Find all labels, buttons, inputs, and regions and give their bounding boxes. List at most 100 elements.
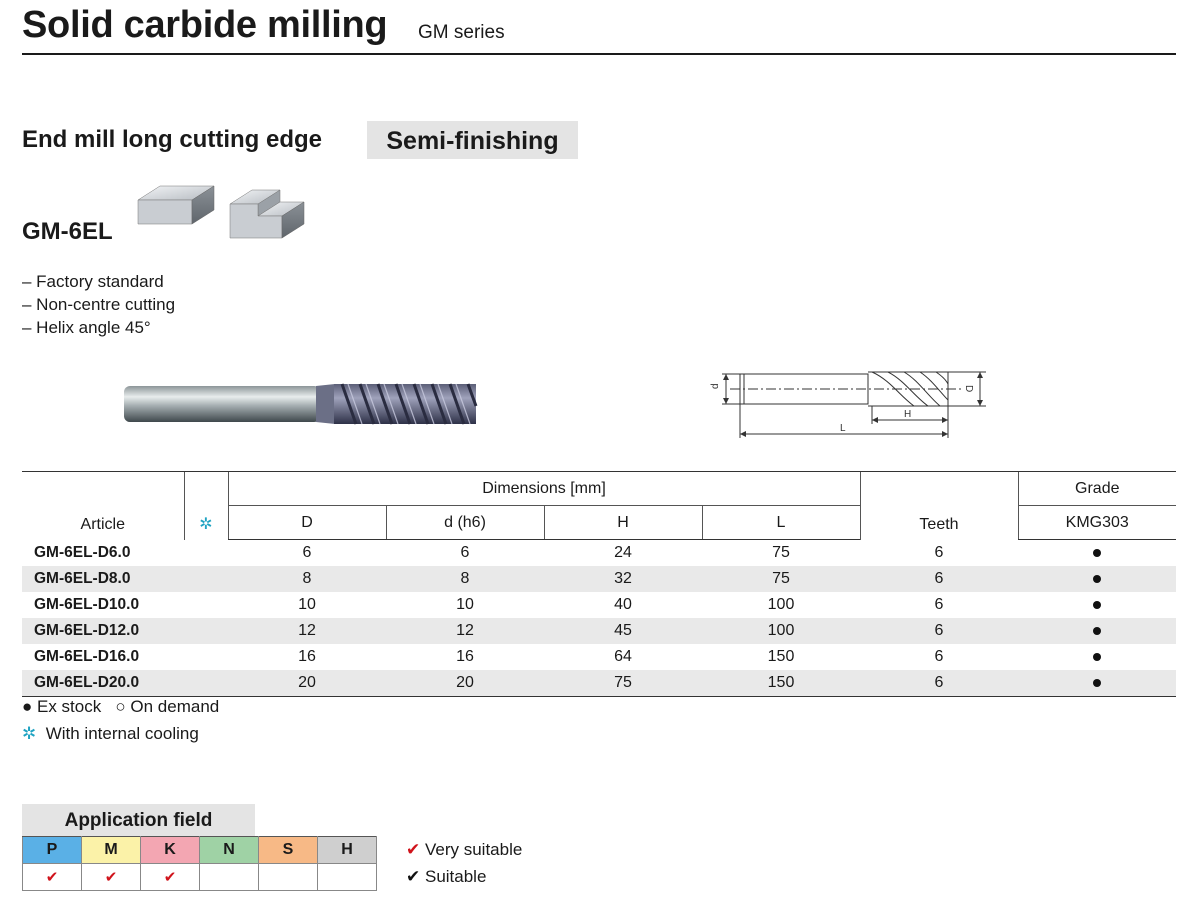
cell-d: 10 bbox=[456, 596, 474, 613]
internal-cooling-icon: ✲ bbox=[22, 724, 37, 743]
article-cell: GM-6EL-D8.0 bbox=[34, 570, 131, 587]
stock-legend: ● Ex stock ○ On demand bbox=[22, 697, 219, 717]
ex-stock-dot-icon bbox=[1093, 575, 1101, 583]
cell-D: 10 bbox=[298, 596, 316, 613]
ex-stock-dot-icon bbox=[1093, 601, 1101, 609]
cell-D: 16 bbox=[298, 648, 316, 665]
cell-L: 100 bbox=[767, 622, 795, 639]
article-table: Article ✲ Dimensions [mm] Teeth Grade D … bbox=[22, 471, 1176, 697]
cell-H: 24 bbox=[614, 544, 632, 561]
workpiece-blocks-icon bbox=[137, 185, 305, 239]
cell-d: 6 bbox=[460, 544, 470, 561]
feature-list: – Factory standard – Non-centre cutting … bbox=[22, 270, 175, 339]
table-row: GM-6EL-D6.0 6 6 24 75 6 bbox=[22, 540, 1176, 567]
ex-stock-dot-icon bbox=[1093, 627, 1101, 635]
red-check-icon: ✔ bbox=[406, 840, 421, 859]
cell-teeth: 6 bbox=[934, 543, 944, 561]
cell-L: 150 bbox=[767, 648, 795, 665]
very-suitable-legend: ✔ Very suitable bbox=[406, 840, 522, 860]
check-cell bbox=[317, 863, 377, 891]
col-header-grade-name: KMG303 bbox=[1017, 505, 1176, 540]
cell-H: 45 bbox=[614, 622, 632, 639]
ex-stock-legend: ● Ex stock bbox=[22, 697, 102, 716]
cell-teeth: 6 bbox=[934, 648, 944, 665]
cell-grade-stock bbox=[1018, 592, 1176, 618]
cell-H: 32 bbox=[614, 570, 632, 587]
model-name: GM-6EL bbox=[22, 218, 113, 245]
material-M: M bbox=[81, 836, 141, 864]
article-cell: GM-6EL-D10.0 bbox=[34, 596, 140, 613]
table-row: GM-6EL-D20.0 20 20 75 150 6 bbox=[22, 670, 1176, 697]
end-mill-photo bbox=[124, 383, 478, 425]
drawing-label-L: L bbox=[840, 423, 846, 434]
drawing-label-d: d bbox=[710, 383, 721, 389]
page-title: Solid carbide milling bbox=[22, 4, 388, 46]
cooling-legend: ✲ With internal cooling bbox=[22, 724, 199, 744]
cell-grade-stock bbox=[1018, 540, 1176, 567]
cell-D: 6 bbox=[302, 544, 312, 561]
cooling-legend-text: With internal cooling bbox=[45, 724, 199, 743]
article-cell: GM-6EL-D6.0 bbox=[34, 543, 131, 561]
material-N: N bbox=[199, 836, 259, 864]
col-header-D: D bbox=[227, 505, 386, 540]
cell-teeth: 6 bbox=[934, 622, 944, 639]
check-icon: ✔ bbox=[22, 863, 82, 891]
article-cell: GM-6EL-D12.0 bbox=[34, 622, 140, 639]
title-divider bbox=[22, 53, 1176, 55]
col-header-article: Article bbox=[22, 471, 184, 540]
internal-cooling-icon: ✲ bbox=[183, 471, 228, 540]
cell-L: 75 bbox=[772, 544, 790, 561]
cell-teeth: 6 bbox=[934, 596, 944, 613]
col-header-grade: Grade bbox=[1017, 471, 1176, 506]
table-row: GM-6EL-D10.0 10 10 40 100 6 bbox=[22, 592, 1176, 618]
end-mill-dimension-drawing: d D H L bbox=[710, 371, 986, 438]
table-row: GM-6EL-D8.0 8 8 32 75 6 bbox=[22, 566, 1176, 592]
cell-L: 100 bbox=[767, 596, 795, 613]
suitable-legend: ✔ Suitable bbox=[406, 867, 486, 887]
very-suitable-text: Very suitable bbox=[424, 840, 523, 859]
material-P: P bbox=[22, 836, 82, 864]
cell-L: 150 bbox=[702, 670, 860, 697]
check-icon: ✔ bbox=[140, 863, 200, 891]
cell-D: 8 bbox=[302, 570, 312, 587]
cell-teeth: 6 bbox=[860, 670, 1018, 697]
cell-d: 20 bbox=[386, 670, 544, 697]
material-H: H bbox=[317, 836, 377, 864]
cell-H: 75 bbox=[544, 670, 702, 697]
application-field-table: P M K N S H ✔ ✔ ✔ bbox=[22, 836, 377, 891]
col-header-H: H bbox=[543, 505, 702, 540]
check-icon: ✔ bbox=[81, 863, 141, 891]
ex-stock-dot-icon bbox=[1093, 679, 1101, 687]
table-row: GM-6EL-D16.0 16 16 64 150 6 bbox=[22, 644, 1176, 670]
cell-grade-stock bbox=[1018, 618, 1176, 644]
material-S: S bbox=[258, 836, 318, 864]
ex-stock-dot-icon bbox=[1093, 549, 1101, 557]
cell-grade-stock bbox=[1018, 566, 1176, 592]
feature-item: – Factory standard bbox=[22, 272, 164, 291]
cell-grade-stock bbox=[1018, 670, 1176, 697]
feature-item: – Helix angle 45° bbox=[22, 318, 151, 337]
cell-H: 64 bbox=[614, 648, 632, 665]
cell-L: 75 bbox=[772, 570, 790, 587]
operation-badge: Semi-finishing bbox=[367, 121, 578, 159]
series-label: GM series bbox=[418, 22, 505, 43]
check-cell bbox=[258, 863, 318, 891]
ex-stock-dot-icon bbox=[1093, 653, 1101, 661]
article-cell: GM-6EL-D16.0 bbox=[34, 648, 140, 665]
application-field-title: Application field bbox=[22, 804, 255, 836]
drawing-label-H: H bbox=[904, 409, 911, 420]
cell-d: 8 bbox=[460, 570, 470, 587]
drawing-label-D: D bbox=[963, 385, 974, 392]
cell-grade-stock bbox=[1018, 644, 1176, 670]
feature-item: – Non-centre cutting bbox=[22, 295, 176, 314]
col-header-d: d (h6) bbox=[385, 505, 544, 540]
cell-d: 12 bbox=[456, 622, 474, 639]
table-row: GM-6EL-D12.0 12 12 45 100 6 bbox=[22, 618, 1176, 644]
product-subtitle: End mill long cutting edge bbox=[22, 126, 322, 153]
check-cell bbox=[199, 863, 259, 891]
cell-teeth: 6 bbox=[934, 570, 944, 587]
cell-d: 16 bbox=[456, 648, 474, 665]
cell-D: 12 bbox=[298, 622, 316, 639]
article-cell: GM-6EL-D20.0 bbox=[22, 670, 228, 697]
col-header-L: L bbox=[701, 505, 860, 540]
